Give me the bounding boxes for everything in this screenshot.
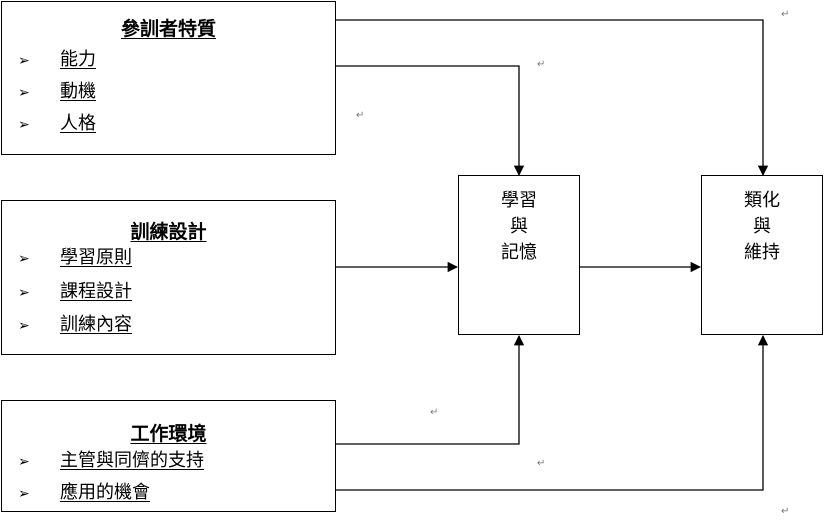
arrow-bullet-icon: ➢: [18, 85, 30, 101]
arrow-bullet-icon: ➢: [18, 454, 30, 470]
trainee-characteristics-box: 參訓者特質 ➢ 能力 ➢ 動機 ➢ 人格: [1, 1, 336, 155]
return-mark-icon: ↵: [537, 458, 546, 469]
arrow-bullet-icon: ➢: [18, 285, 30, 301]
list-item: ➢ 應用的機會: [18, 482, 150, 505]
return-mark-icon: ↵: [781, 506, 790, 517]
list-item: ➢ 訓練內容: [18, 314, 132, 337]
learning-retention-box: 學習 與 記憶: [458, 175, 580, 335]
arrow-bullet-icon: ➢: [18, 318, 30, 334]
training-design-box: 訓練設計 ➢ 學習原則 ➢ 課程設計 ➢ 訓練內容: [1, 200, 336, 355]
transfer-line-3: 維持: [744, 242, 780, 263]
return-mark-icon: ↵: [781, 9, 790, 20]
transfer-line-2: 與: [753, 216, 771, 237]
learning-line-2: 與: [510, 216, 528, 237]
learning-line-1: 學習: [501, 190, 537, 211]
return-mark-icon: ↵: [430, 407, 439, 418]
trainee-characteristics-title: 參訓者特質: [120, 18, 216, 40]
arrow-bullet-icon: ➢: [18, 53, 30, 69]
item-label: 學習原則: [60, 247, 132, 268]
return-mark-icon: ↵: [356, 110, 365, 121]
arrow-bullet-icon: ➢: [18, 486, 30, 502]
work-environment-title: 工作環境: [130, 423, 207, 445]
training-design-title: 訓練設計: [130, 221, 207, 243]
item-label: 能力: [60, 49, 96, 70]
arrow-trainee-to-learning: [336, 65, 525, 177]
item-label: 訓練內容: [60, 314, 132, 335]
return-mark-icon: ↵: [537, 59, 546, 70]
list-item: ➢ 主管與同儕的支持: [18, 450, 204, 473]
learning-line-3: 記憶: [501, 242, 537, 263]
item-label: 人格: [60, 113, 96, 134]
item-label: 課程設計: [60, 281, 132, 302]
arrow-environment-to-learning: [336, 334, 525, 445]
item-label: 動機: [60, 81, 96, 102]
list-item: ➢ 課程設計: [18, 281, 132, 304]
list-item: ➢ 動機: [18, 81, 96, 104]
transfer-line-1: 類化: [744, 190, 780, 211]
item-label: 應用的機會: [60, 482, 150, 503]
list-item: ➢ 能力: [18, 49, 96, 72]
item-label: 主管與同儕的支持: [60, 450, 204, 471]
arrow-bullet-icon: ➢: [18, 117, 30, 133]
arrow-bullet-icon: ➢: [18, 251, 30, 267]
work-environment-box: 工作環境 ➢ 主管與同儕的支持 ➢ 應用的機會: [1, 400, 336, 512]
generalization-maintenance-box: 類化 與 維持: [701, 175, 823, 335]
arrow-environment-to-transfer: [336, 334, 769, 491]
list-item: ➢ 人格: [18, 113, 96, 136]
list-item: ➢ 學習原則: [18, 247, 132, 270]
arrow-trainee-to-transfer: [336, 19, 769, 177]
